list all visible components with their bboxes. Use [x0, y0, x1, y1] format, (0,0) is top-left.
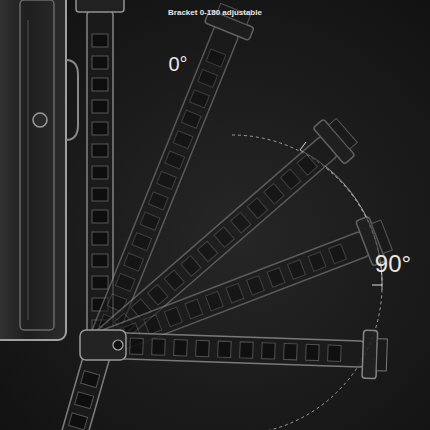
heading-label: Bracket 0-180 adjustable — [168, 8, 262, 17]
bracket-arm — [91, 213, 395, 368]
angle-label: 90° — [375, 250, 411, 278]
bracket-arms — [57, 0, 395, 430]
angle-label: 0° — [168, 53, 187, 76]
lamp-panel — [0, 0, 126, 360]
bracket-arm — [99, 321, 388, 379]
